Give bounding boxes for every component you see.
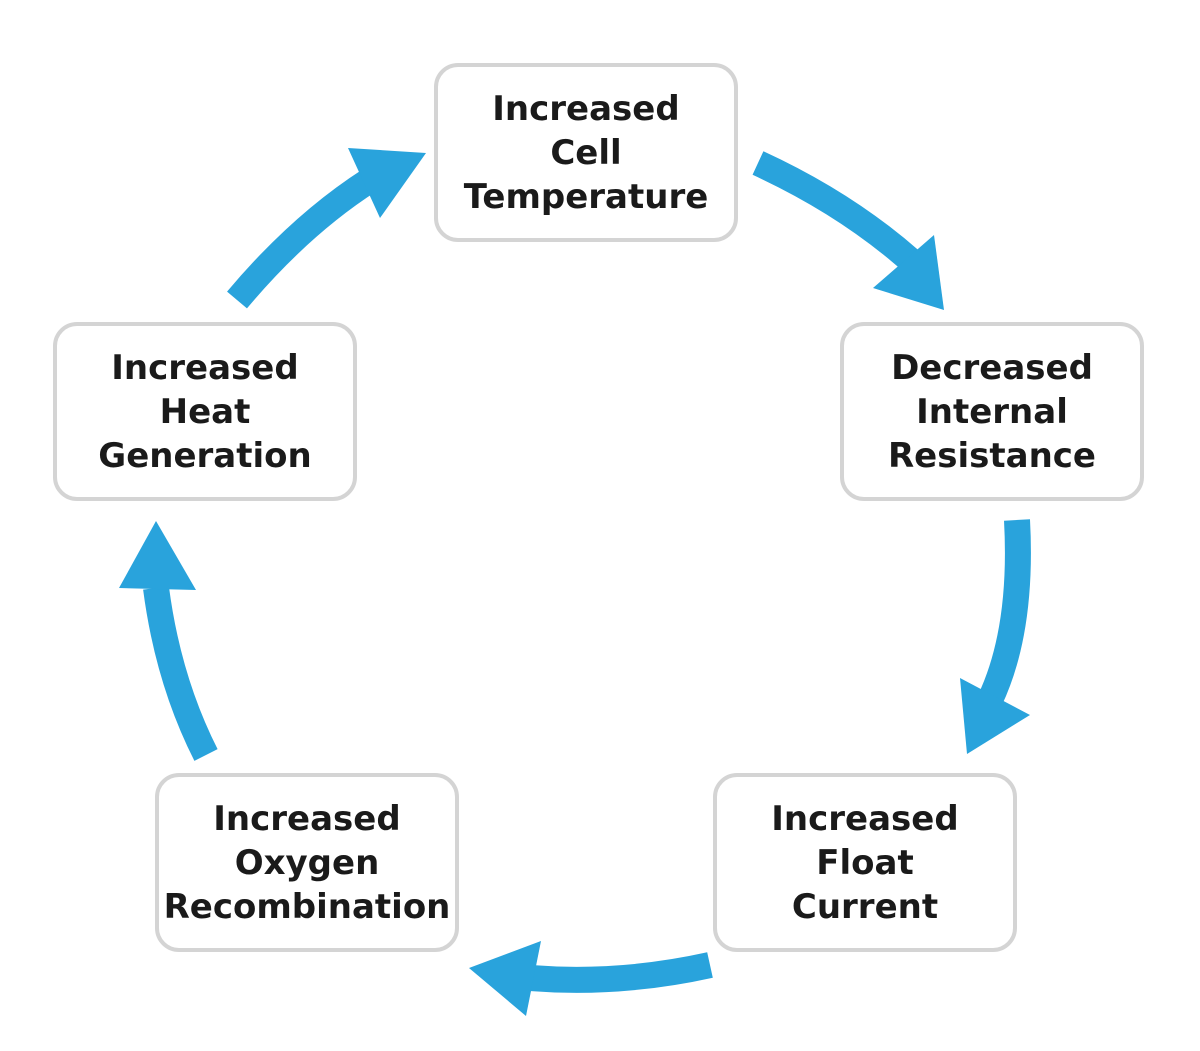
node-line: Heat [159,391,251,432]
node-increased-cell-temperature: Increased Cell Temperature [434,63,738,242]
node-decreased-internal-resistance: Decreased Internal Resistance [840,322,1144,501]
node-line: Decreased [891,347,1093,388]
node-line: Resistance [888,435,1096,476]
node-line: Increased [213,798,401,839]
node-line: Increased [111,347,299,388]
node-line: Temperature [463,176,709,217]
arrow-float-current-to-oxygen-recombination [469,941,713,1016]
node-increased-heat-generation: Increased Heat Generation [53,322,357,501]
node-line: Generation [98,435,312,476]
node-increased-float-current: Increased Float Current [713,773,1017,952]
node-line: Current [791,886,939,927]
node-label: Decreased Internal Resistance [888,346,1096,478]
node-label: Increased Cell Temperature [464,87,709,219]
node-line: Oxygen [234,842,380,883]
node-line: Increased [771,798,959,839]
arrow-oxygen-recombination-to-heat-generation [119,521,218,761]
node-line: Recombination [163,886,451,927]
arrow-heat-generation-to-temperature [227,148,426,309]
arrow-temperature-to-resistance [752,151,944,310]
arrow-resistance-to-float-current [960,519,1031,754]
node-line: Cell [550,132,622,173]
node-line: Increased [492,88,680,129]
node-label: Increased Oxygen Recombination [164,797,451,929]
node-label: Increased Heat Generation [98,346,311,478]
node-line: Internal [916,391,1068,432]
node-increased-oxygen-recombination: Increased Oxygen Recombination [155,773,459,952]
node-label: Increased Float Current [771,797,958,929]
node-line: Float [816,842,914,883]
